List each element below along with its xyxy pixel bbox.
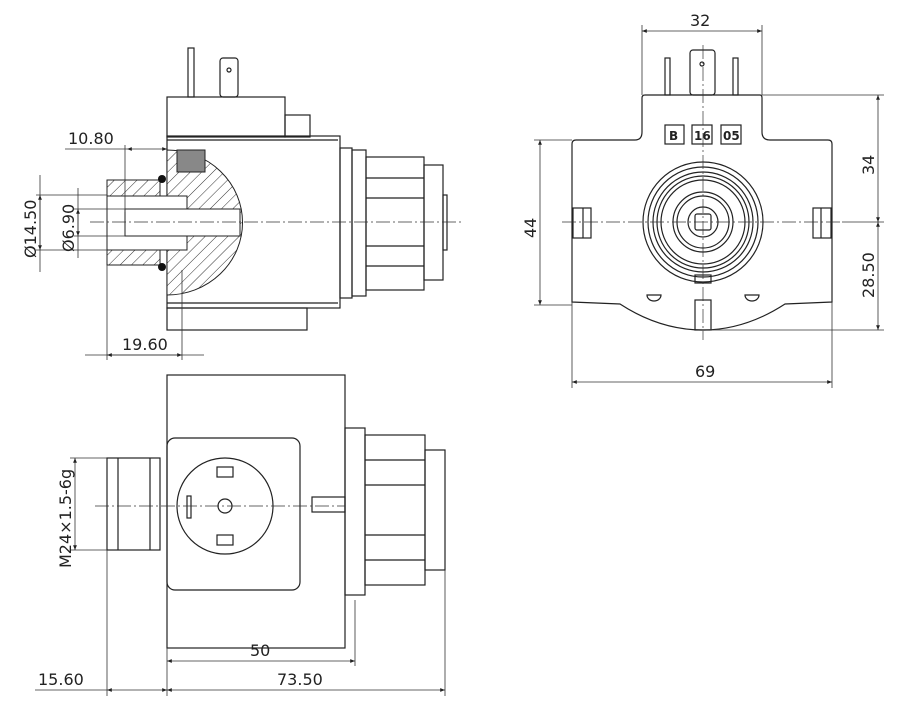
dim-fitting-offset: 15.60 — [38, 670, 84, 689]
o-ring — [158, 175, 166, 183]
dim-upper-height: 34 — [859, 155, 878, 175]
socket-ground — [186, 495, 192, 519]
marking-box — [691, 124, 713, 145]
side-section-view: 10.80 Ø14.50 Ø6.90 19.60 — [21, 47, 462, 360]
dim-overall-length: 73.50 — [277, 670, 323, 689]
dim-body-length: 50 — [250, 641, 270, 660]
pin — [187, 47, 195, 98]
housing-top — [166, 96, 286, 138]
connector-ribs — [364, 434, 426, 586]
dim-outer-diameter: 14.50 — [21, 200, 40, 246]
drain-notch — [744, 294, 760, 302]
pin — [689, 49, 716, 96]
connector-flange — [344, 427, 366, 596]
diameter-symbol: Ø — [21, 245, 40, 258]
marking-box — [664, 124, 685, 145]
threaded-fitting — [106, 457, 161, 551]
connector-ribs — [365, 156, 425, 291]
socket-contact — [216, 466, 234, 478]
connector-flange — [339, 147, 353, 299]
diameter-symbol: Ø — [59, 239, 78, 252]
socket-contact — [216, 534, 234, 546]
pin — [664, 57, 671, 96]
pin-hole — [226, 67, 232, 73]
side-tab — [812, 207, 832, 239]
connector-cap — [423, 164, 444, 281]
marking-16: 16 — [694, 129, 711, 143]
dim-width: 69 — [695, 362, 715, 381]
insert-section — [176, 149, 206, 173]
marking-05: 05 — [723, 129, 740, 143]
connector-cap — [424, 449, 446, 571]
connector-face — [166, 437, 301, 591]
side-tab — [572, 207, 592, 239]
bore — [124, 208, 241, 237]
svg-text:Ø14.50: Ø14.50 — [21, 200, 40, 258]
svg-text:Ø6.90: Ø6.90 — [59, 204, 78, 252]
housing-bottom — [166, 307, 308, 331]
housing-step — [284, 114, 311, 138]
pin — [219, 57, 239, 98]
pin-hole — [699, 61, 705, 67]
dim-bore-diameter: 6.90 — [59, 204, 78, 240]
o-ring — [158, 263, 166, 271]
front-view: B 16 05 32 44 — [521, 11, 884, 388]
shaft — [311, 496, 346, 513]
pin — [732, 57, 739, 96]
drain-notch — [646, 294, 662, 302]
dim-fitting-length: 19.60 — [122, 335, 168, 354]
top-view: M24×1.5-6g 50 73.50 15.60 — [35, 374, 446, 696]
dim-height: 44 — [521, 218, 540, 238]
marking-box — [720, 124, 742, 145]
dim-lower-height: 28.50 — [859, 252, 878, 298]
marking-b: B — [669, 129, 678, 143]
dim-thread-depth: 10.80 — [68, 129, 114, 148]
dim-top-width: 32 — [690, 11, 710, 30]
dim-thread-spec: M24×1.5-6g — [56, 469, 75, 568]
